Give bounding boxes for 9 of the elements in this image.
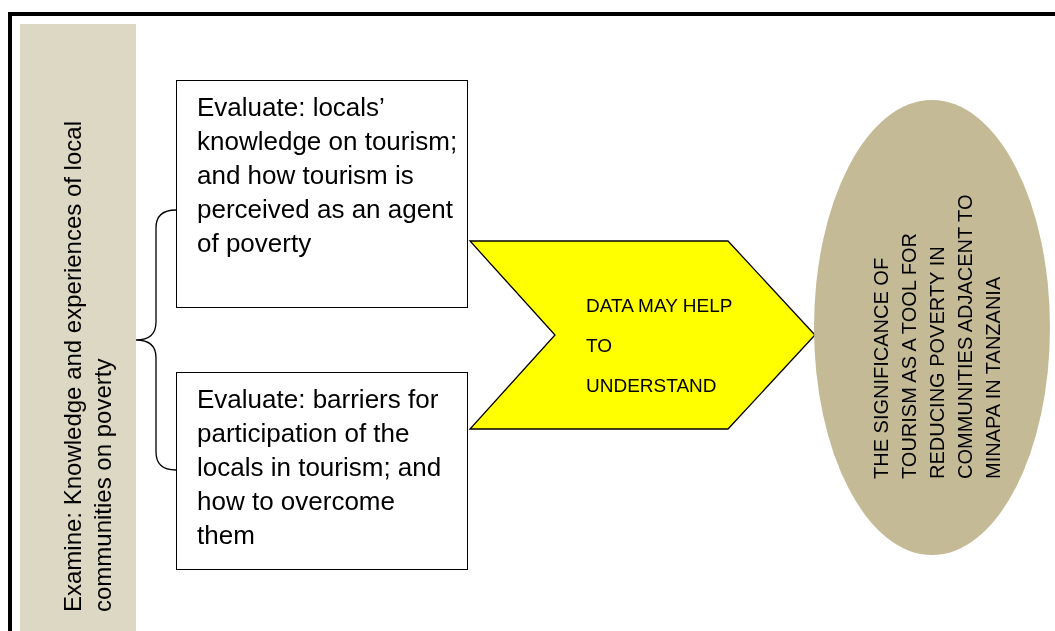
node-label: Examine: Knowledge and experiences of local communities on poverty <box>58 120 117 612</box>
side-band <box>20 24 136 631</box>
chevron-shape <box>470 241 815 429</box>
process-box <box>176 372 468 570</box>
process-box <box>176 80 468 308</box>
node-label: THE SIGNIFICANCE OF TOURISM AS A TOOL FOR REDUCING POVERTY IN COMMUNITIES ADJACENT TO MINAPA IN TANZANIA <box>869 193 1005 479</box>
node-label: DATA MAY HELP TO UNDERSTAND <box>586 294 734 398</box>
node-label: Evaluate: locals’ knowledge on tourism; and how tourism is perceived as an agent of poverty <box>197 91 459 260</box>
node-label: Evaluate: barriers for participation of the locals in tourism; and how to overcome them <box>197 383 443 552</box>
